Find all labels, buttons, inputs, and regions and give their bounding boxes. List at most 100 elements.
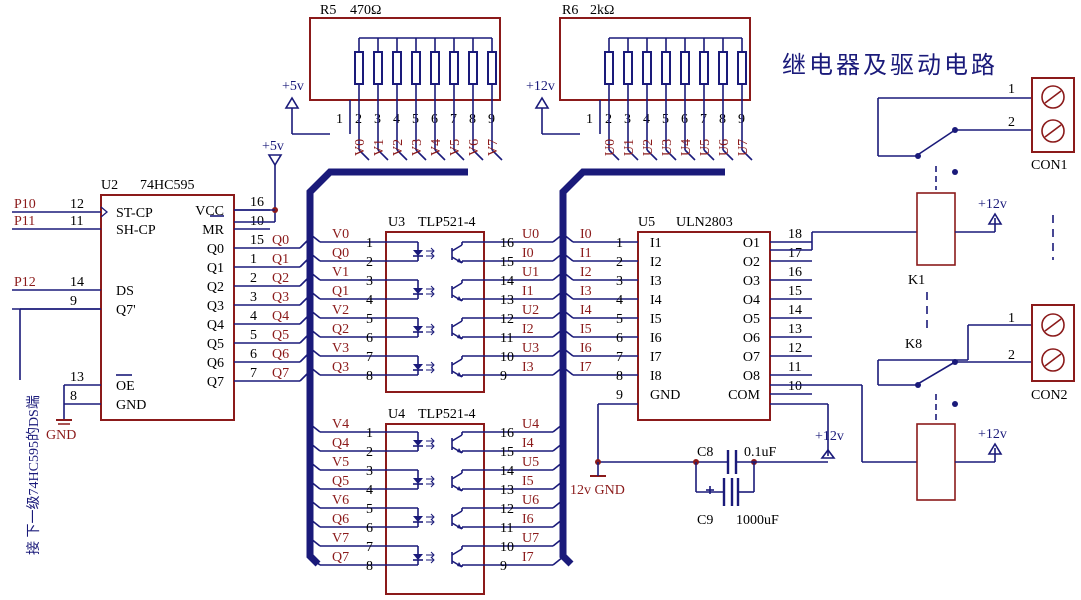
u5-right-pin: 10 <box>788 379 802 394</box>
u4-left-net: V4 <box>332 417 349 432</box>
u4-left-pin: 8 <box>366 559 373 574</box>
u3-left-pin: 4 <box>366 293 373 308</box>
u2-input-net: P12 <box>14 275 36 290</box>
u4-left-pin: 1 <box>366 426 373 441</box>
u2-output-net: Q3 <box>272 290 289 305</box>
u5-right-pin: 16 <box>788 265 802 280</box>
r5-supply-label: +5v <box>282 79 304 94</box>
u2-ref: U2 <box>101 178 118 193</box>
u5-right-pin: 14 <box>788 303 802 318</box>
u3-right-net: I2 <box>522 322 534 337</box>
u5-input-net: I6 <box>580 341 592 356</box>
u5-ref: U5 <box>638 215 655 230</box>
u3-left-pin: 7 <box>366 350 373 365</box>
u2-right-pin-name: Q7 <box>207 375 224 390</box>
relay-k8: K8 +12v <box>770 324 1032 501</box>
u2-right-pin-num: 16 <box>250 195 264 210</box>
u5-left-name: I7 <box>650 350 662 365</box>
u2-right-pin-num: 5 <box>250 328 257 343</box>
u5-right-name: O1 <box>743 236 760 251</box>
gnd-label: GND <box>46 428 76 443</box>
u4-right-net: I7 <box>522 550 534 565</box>
u4-left-net: V6 <box>332 493 349 508</box>
u2-output-net: Q5 <box>272 328 289 343</box>
r6-ref: R6 <box>562 3 578 18</box>
u3-right-pin: 9 <box>500 369 507 384</box>
r5-net-label: V3 <box>410 139 425 156</box>
u4-right-pin: 15 <box>500 445 514 460</box>
u2-right-pin-name: Q1 <box>207 261 224 276</box>
u4-right-pin: 16 <box>500 426 514 441</box>
u5-left-pin: 6 <box>616 331 623 346</box>
r5-net-label: V6 <box>467 139 482 156</box>
u2-gnd: GND <box>19 308 101 443</box>
u3-left-net: Q2 <box>332 322 349 337</box>
u5-com-supply: +12v <box>815 429 844 444</box>
u2-right-pin-num: 4 <box>250 309 257 324</box>
con2-ref: CON2 <box>1031 388 1068 403</box>
u3-right-pin: 15 <box>500 255 514 270</box>
u5-right-pin: 17 <box>788 246 802 261</box>
u4-right-pin: 9 <box>500 559 507 574</box>
u2-left-pin-num: 8 <box>70 389 77 404</box>
k1-ref: K1 <box>908 273 925 288</box>
c9-value: 1000uF <box>736 513 779 528</box>
u5-right-pin: 18 <box>788 227 802 242</box>
u5-left-pin: 5 <box>616 312 623 327</box>
u2-right-pin-num: 3 <box>250 290 257 305</box>
u2-output-net: Q4 <box>272 309 289 324</box>
c8-ref: C8 <box>697 445 713 460</box>
r6-net-label: U3 <box>660 139 675 156</box>
u5-right-pin: 12 <box>788 341 802 356</box>
u5-right-name: O2 <box>743 255 760 270</box>
r6-supply-label: +12v <box>526 79 555 94</box>
u4-right-net: I4 <box>522 436 534 451</box>
u2-right-pin-num: 1 <box>250 252 257 267</box>
u3-ref: U3 <box>388 215 405 230</box>
u4-right-net: I5 <box>522 474 534 489</box>
u4-left-net: Q7 <box>332 550 349 565</box>
u5-right-pin: 13 <box>788 322 802 337</box>
u5-right-name: O7 <box>743 350 760 365</box>
u4-left-net: V7 <box>332 531 349 546</box>
u5-left-pin: 9 <box>616 388 623 403</box>
con1-ref: CON1 <box>1031 158 1068 173</box>
u2-output-net: Q1 <box>272 252 289 267</box>
u2-right-pin-num: 2 <box>250 271 257 286</box>
r5-net-label: V4 <box>429 139 444 156</box>
u2-output-net: Q7 <box>272 366 289 381</box>
u4-left-pin: 3 <box>366 464 373 479</box>
u3-left-net: V0 <box>332 227 349 242</box>
u2-left-pin-name: Q7' <box>116 303 136 318</box>
u5-input-net: I5 <box>580 322 592 337</box>
r5-pin-num: 1 <box>336 112 343 127</box>
u4-left-pin: 6 <box>366 521 373 536</box>
u2-right-pin-num: 15 <box>250 233 264 248</box>
u2-power: +5v <box>234 139 284 223</box>
r5-ref: R5 <box>320 3 336 18</box>
u5-right-name: O5 <box>743 312 760 327</box>
u2-right-pin-name: Q6 <box>207 356 224 371</box>
u5-right-name: O3 <box>743 274 760 289</box>
k8-supply: +12v <box>978 427 1007 442</box>
u5-input-net: I4 <box>580 303 592 318</box>
con2-pin2: 2 <box>1008 348 1015 363</box>
u3-right-net: U1 <box>522 265 539 280</box>
u3-right-pin: 13 <box>500 293 514 308</box>
u2-input-net: P10 <box>14 197 36 212</box>
power-filter: 12v GND C8 0.1uF C9 1000uF +12v <box>570 403 844 528</box>
gnd-12v-label: 12v GND <box>570 483 625 498</box>
u3-part: TLP521-4 <box>418 215 476 230</box>
u2-right-pin-num: 7 <box>250 366 257 381</box>
u4-left-pin: 4 <box>366 483 373 498</box>
u3-right-pin: 10 <box>500 350 514 365</box>
u5-input-net: I1 <box>580 246 592 261</box>
u3-right-net: I1 <box>522 284 534 299</box>
u3-left-net: V3 <box>332 341 349 356</box>
u4-left-net: Q4 <box>332 436 349 451</box>
u2-left-pin-name: DS <box>116 284 134 299</box>
u2-right-pin-name: MR <box>202 223 224 238</box>
u5-left-name: I5 <box>650 312 662 327</box>
